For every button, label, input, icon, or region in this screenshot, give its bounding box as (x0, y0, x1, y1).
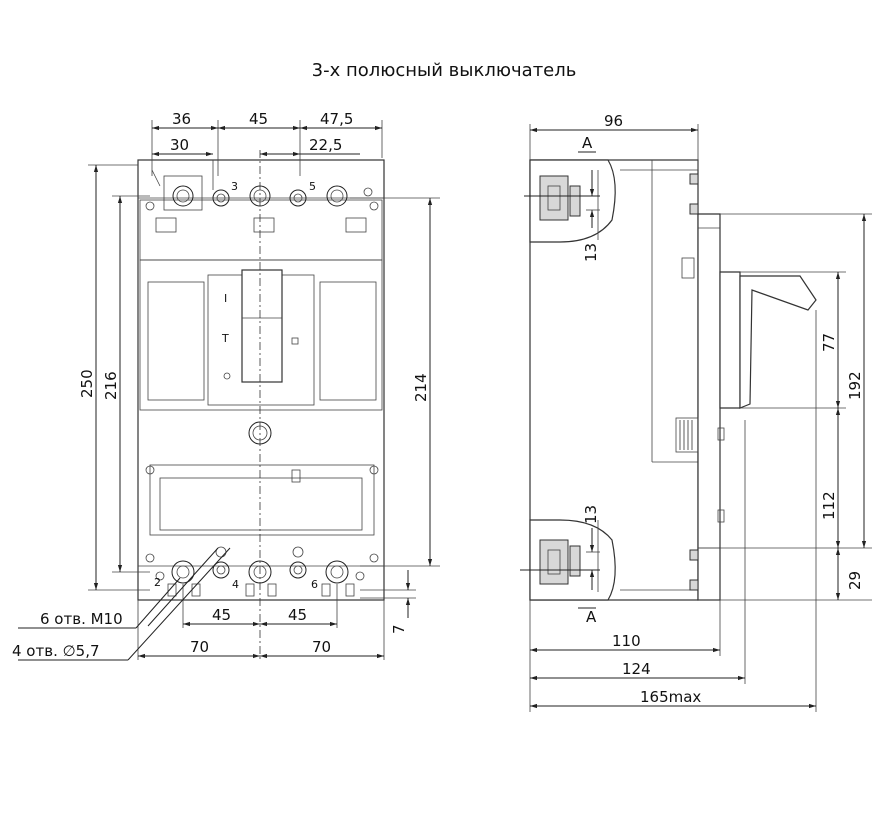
dim-70-left: 70 (190, 638, 209, 656)
dim-124: 124 (622, 660, 651, 678)
callout-holes-5-7: 4 отв. ∅5,7 (12, 642, 100, 660)
terminal-mark-5: 5 (309, 180, 316, 193)
dim-112: 112 (820, 491, 838, 520)
dim-250: 250 (78, 369, 96, 398)
section-mark-a-bottom: A (586, 608, 597, 626)
dim-214: 214 (412, 373, 430, 402)
side-handle-lever (739, 275, 817, 409)
terminal-mark-4: 4 (232, 578, 239, 591)
dim-13-top: 13 (582, 243, 600, 262)
callout-holes-m10: 6 отв. М10 (40, 610, 123, 628)
dim-165max: 165max (640, 688, 701, 706)
side-view: A A 96 13 13 77 192 112 29 (520, 112, 872, 712)
dim-45-top: 45 (249, 110, 268, 128)
right-window (319, 281, 377, 401)
dim-96: 96 (604, 112, 623, 130)
dim-45-bottom-left: 45 (212, 606, 231, 624)
dim-192: 192 (846, 371, 864, 400)
dim-13-bottom: 13 (582, 505, 600, 524)
dim-29: 29 (846, 571, 864, 590)
dim-30: 30 (170, 136, 189, 154)
side-handle-base (719, 271, 741, 409)
drawing-title: 3-х полюсный выключатель (311, 60, 577, 81)
dim-22-5: 22,5 (309, 136, 342, 154)
dim-36: 36 (172, 110, 191, 128)
handle-mark-t: T (221, 332, 229, 345)
toggle-handle (241, 269, 283, 383)
dim-70-right: 70 (312, 638, 331, 656)
front-view: I T (12, 110, 440, 661)
dim-216: 216 (102, 371, 120, 400)
dim-45-bottom-right: 45 (288, 606, 307, 624)
dim-7: 7 (390, 624, 408, 634)
dim-47-5: 47,5 (320, 110, 353, 128)
dim-110: 110 (612, 632, 641, 650)
terminal-mark-6: 6 (311, 578, 318, 591)
left-window (147, 281, 205, 401)
terminal-mark-2: 2 (154, 576, 161, 589)
dim-77: 77 (820, 333, 838, 352)
section-mark-a-top: A (582, 134, 593, 152)
handle-mark-i: I (224, 292, 227, 305)
terminal-mark-3: 3 (231, 180, 238, 193)
